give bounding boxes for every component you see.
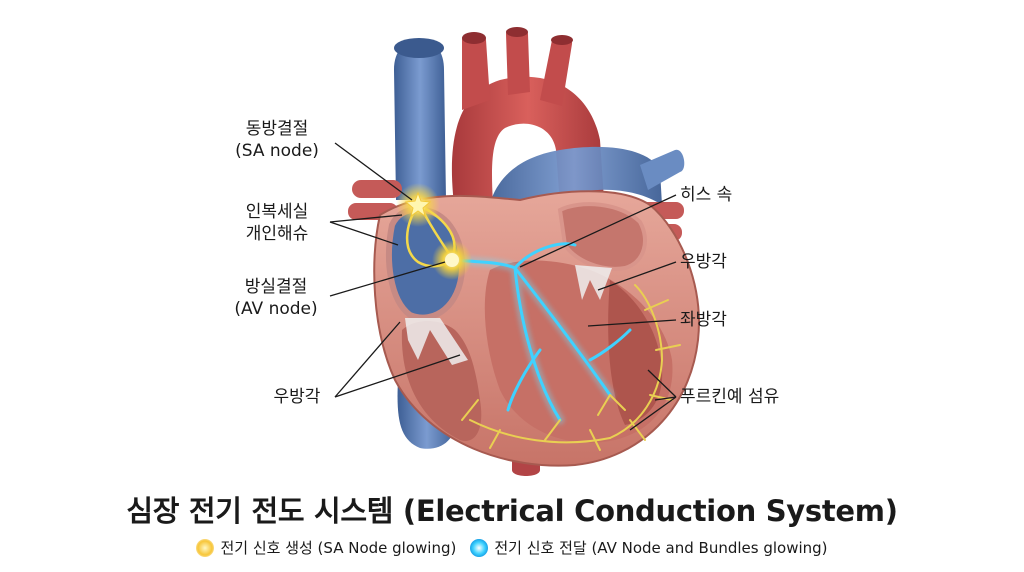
legend-item-conduction: 전기 신호 전달 (AV Node and Bundles glowing) [470, 537, 828, 558]
artery-opening-1 [462, 32, 486, 44]
pulmonary-vein-1 [352, 180, 402, 198]
legend-item-generation: 전기 신호 생성 (SA Node glowing) [196, 537, 456, 558]
legend-text-conduction: 전기 신호 전달 (AV Node and Bundles glowing) [494, 539, 828, 557]
brachiocephalic-artery [462, 32, 490, 110]
label-his-bundle: 히스 속 [680, 185, 733, 205]
left-ventricle-inner [608, 280, 663, 425]
label-internodal-1: 인복세실 [245, 202, 309, 222]
label-sa-node: 동방결절 (SA node) [232, 118, 322, 162]
legend-text-generation: 전기 신호 생성 (SA Node glowing) [220, 539, 457, 557]
label-left-bundle: 좌방각 [680, 310, 727, 330]
label-sa-node-ko: 동방결절 [245, 119, 309, 139]
carotid-artery [506, 28, 530, 95]
label-av-node-en: (AV node) [234, 299, 318, 319]
purkinje-fibers [461, 284, 681, 451]
label-internodal: 인복세실 개인해슈 [232, 201, 322, 245]
yellow-glow-dot-icon [196, 538, 215, 557]
leader-lines [329, 142, 677, 431]
vena-cava-opening [394, 38, 444, 58]
mitral-valve [575, 265, 612, 300]
label-right-bundle: 우방각 [680, 252, 727, 272]
pulmonary-branch [640, 149, 685, 190]
superior-vena-cava [394, 40, 446, 200]
label-sa-node-en: (SA node) [235, 141, 319, 161]
av-node-core [445, 253, 459, 267]
sa-node-star [404, 191, 432, 218]
label-internodal-2: 개인해슈 [245, 224, 309, 244]
diagram-title: 심장 전기 전도 시스템 (Electrical Conduction Syst… [126, 494, 898, 528]
artery-opening-3 [551, 35, 573, 45]
label-av-node-ko: 방실결절 [244, 277, 308, 297]
label-av-node: 방실결절 (AV node) [228, 276, 324, 320]
legend: 전기 신호 생성 (SA Node glowing) 전기 신호 전달 (AV … [0, 537, 1024, 558]
subclavian-artery [540, 35, 573, 106]
label-purkinje: 푸르킨예 섬유 [680, 387, 780, 407]
artery-opening-2 [506, 27, 528, 37]
tricuspid-valve [405, 318, 468, 365]
label-right-bundle-left: 우방각 [273, 387, 321, 407]
blue-glow-dot-icon [470, 538, 489, 557]
left-atrium [557, 202, 647, 271]
